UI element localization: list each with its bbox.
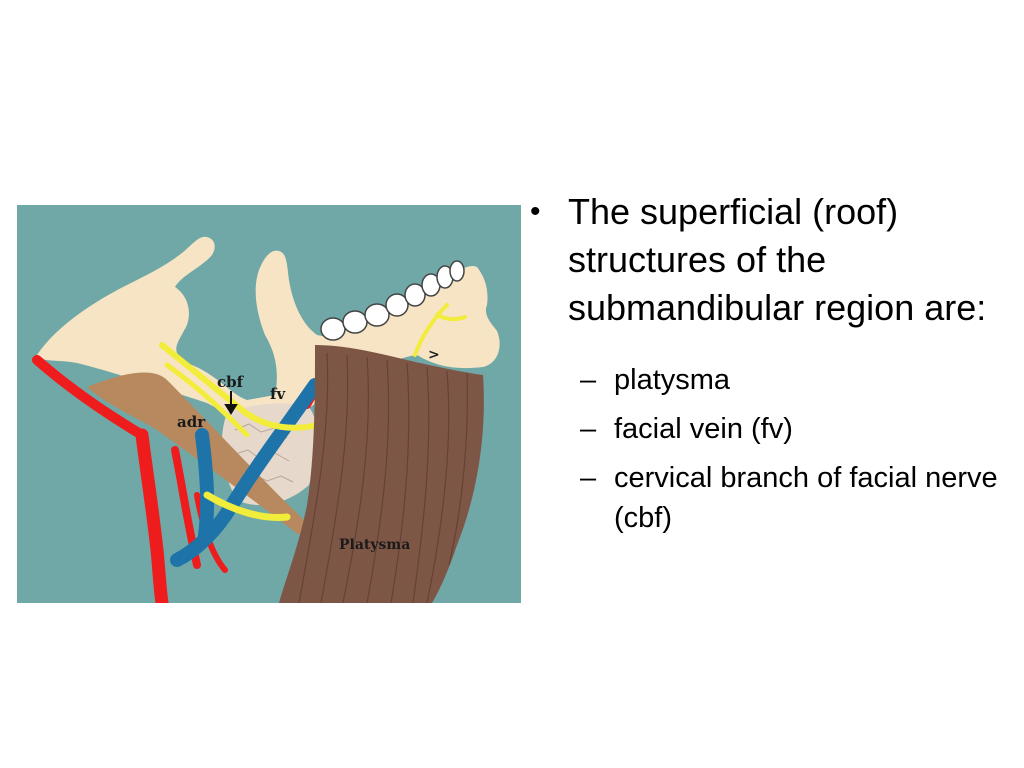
- platysma-fibers: [298, 352, 468, 603]
- label-platysma: Platysma: [339, 537, 410, 553]
- bullet-dot: •: [530, 195, 541, 228]
- sub-bullet-text: facial vein (fv): [614, 413, 793, 445]
- anatomy-illustration: cbf fv adr Platysma >: [17, 205, 521, 603]
- anatomy-figure: cbf fv adr Platysma >: [17, 205, 521, 603]
- dash-marker: –: [580, 462, 597, 494]
- sub-bullet-facial-vein: – facial vein (fv): [530, 409, 1010, 449]
- facial-vein: [170, 378, 322, 567]
- label-cbf: cbf: [217, 373, 245, 391]
- dash-marker: –: [580, 364, 597, 396]
- label-adr: adr: [177, 413, 206, 431]
- main-bullet: • The superficial (roof) structures of t…: [530, 188, 1010, 332]
- bullet-list: • The superficial (roof) structures of t…: [530, 188, 1010, 547]
- dash-marker: –: [580, 413, 597, 445]
- digastric-muscle: [87, 372, 307, 535]
- sub-bullet-cervical-branch: – cervical branch of facial nerve (cbf): [530, 458, 1010, 538]
- main-bullet-text: The superficial (roof) structures of the…: [568, 191, 987, 328]
- label-fv: fv: [270, 385, 286, 403]
- sub-bullet-list: – platysma – facial vein (fv) – cervical…: [530, 360, 1010, 538]
- label-marker: >: [428, 347, 440, 363]
- teeth: [320, 260, 465, 341]
- sub-bullet-text: platysma: [614, 364, 731, 396]
- platysma-muscle: [279, 345, 484, 603]
- sub-bullet-text: cervical branch of facial nerve (cbf): [614, 462, 998, 534]
- arrow-down-icon: [224, 391, 238, 415]
- sub-bullet-platysma: – platysma: [530, 360, 1010, 400]
- cervical-branch-facial-nerve: [159, 303, 467, 522]
